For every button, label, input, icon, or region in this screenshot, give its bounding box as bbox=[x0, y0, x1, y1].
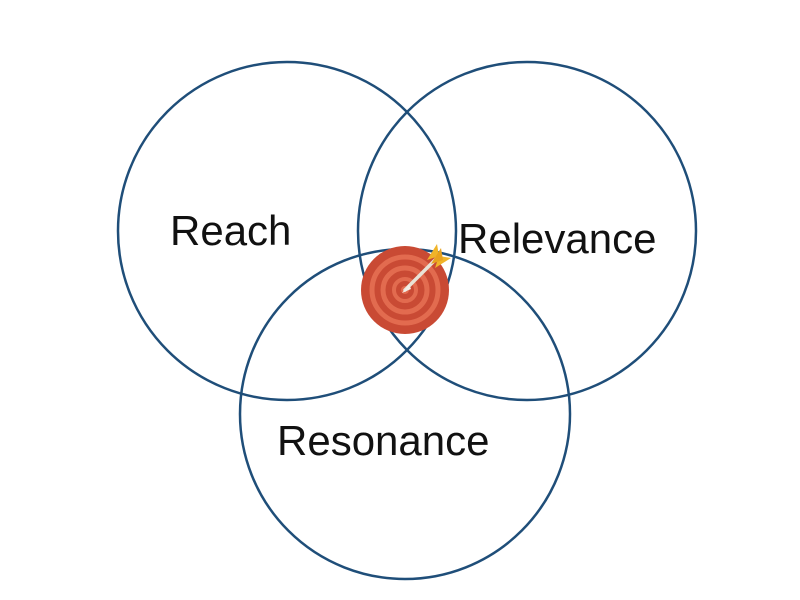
target-with-arrow-icon bbox=[361, 244, 451, 334]
reach-label: Reach bbox=[170, 207, 291, 254]
relevance-circle bbox=[356, 60, 698, 402]
relevance-label: Relevance bbox=[458, 215, 656, 262]
reach-circle bbox=[116, 60, 458, 402]
resonance-label: Resonance bbox=[277, 417, 489, 464]
